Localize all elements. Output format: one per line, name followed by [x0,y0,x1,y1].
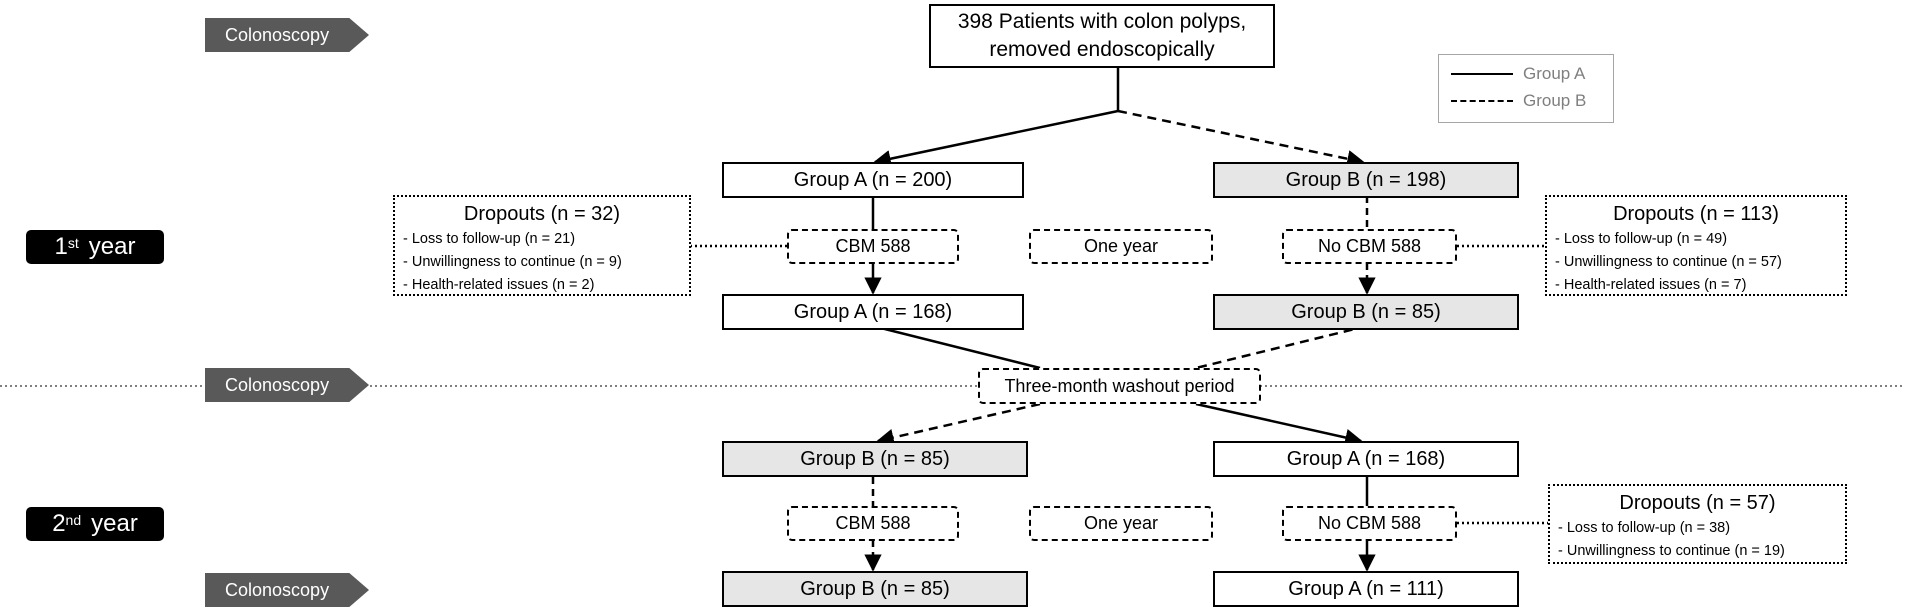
y1-group-b-start: Group B (n = 198) [1213,162,1519,198]
dropouts-title: Dropouts (n = 113) [1613,203,1779,225]
dropout-reason: - Loss to follow-up (n = 49) [1555,231,1728,247]
y2-no-cbm588-treatment: No CBM 588 [1282,506,1457,541]
dashed-line-swatch [1451,100,1513,102]
y1-group-b-end: Group B (n = 85) [1213,294,1519,330]
colonoscopy-tag-1: Colonoscopy [205,18,369,52]
y2-group-b-start: Group B (n = 85) [722,441,1028,477]
y2-one-year-label: One year [1029,506,1213,541]
washout-period-box: Three-month washout period [978,368,1261,404]
y1-no-cbm588-treatment: No CBM 588 [1282,229,1457,264]
dropout-reason: - Health-related issues (n = 7) [1555,277,1747,293]
legend-group-a: Group A [1451,64,1585,84]
arrow-to-year2-group-b [876,402,1041,447]
arrow-to-group-b [1117,109,1365,168]
solid-line-swatch [1451,73,1513,75]
y2-group-a-start: Group A (n = 168) [1213,441,1519,477]
dropout-reason: - Unwillingness to continue (n = 9) [403,254,622,270]
y2-cbm588-treatment: CBM 588 [787,506,959,541]
dropout-reason: - Loss to follow-up (n = 21) [403,231,576,247]
y1-group-a-end: Group A (n = 168) [722,294,1024,330]
colonoscopy-tag-2: Colonoscopy [205,368,369,402]
y2-group-a-end: Group A (n = 111) [1213,571,1519,607]
colonoscopy-tag-3: Colonoscopy [205,573,369,607]
y1-cbm588-treatment: CBM 588 [787,229,959,264]
dropout-reason: - Health-related issues (n = 2) [403,277,595,293]
enrollment-box: 398 Patients with colon polyps, removed … [929,4,1275,68]
y1-group-a-start: Group A (n = 200) [722,162,1024,198]
dropouts-year1-group-a: Dropouts (n = 32) - Loss to follow-up (n… [393,195,691,296]
legend: Group A Group B [1438,54,1614,123]
dropout-reason: - Loss to follow-up (n = 38) [1558,520,1731,536]
dropouts-title: Dropouts (n = 32) [463,203,621,225]
dropout-reason: - Unwillingness to continue (n = 57) [1555,254,1782,270]
dropout-reason: - Unwillingness to continue (n = 19) [1558,543,1785,559]
y2-group-b-end: Group B (n = 85) [722,571,1028,607]
arrow-to-group-a [873,109,1119,168]
y1-one-year-label: One year [1029,229,1213,264]
dropouts-year2-group-a: Dropouts (n = 57) - Loss to follow-up (n… [1548,484,1847,564]
dropouts-title: Dropouts (n = 57) [1619,492,1776,514]
arrow-to-year2-group-a [1195,402,1363,447]
legend-group-b: Group B [1451,91,1586,111]
dropouts-year1-group-b: Dropouts (n = 113) - Loss to follow-up (… [1545,195,1847,296]
